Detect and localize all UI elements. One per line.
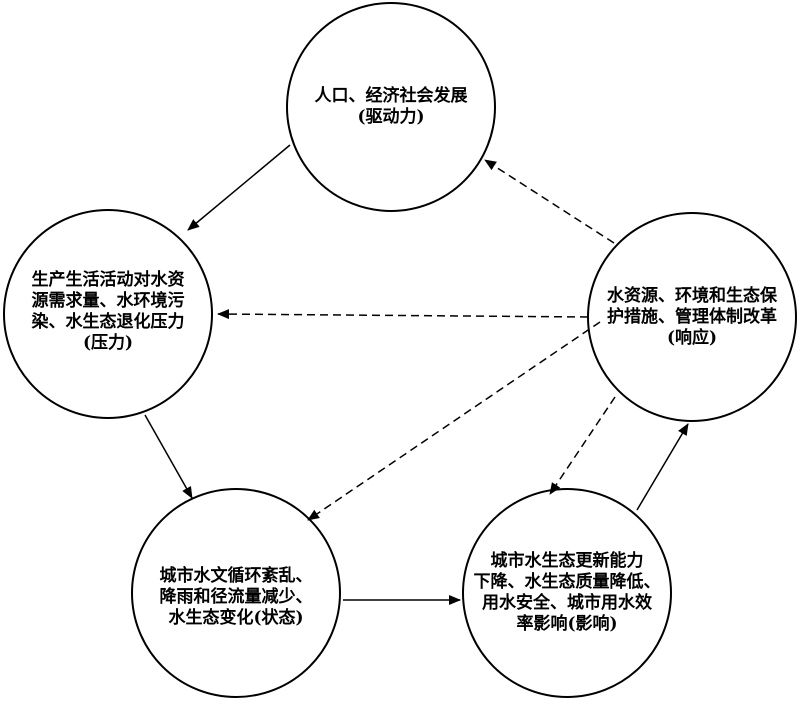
pressure-label-line: (压力) xyxy=(82,333,134,353)
driver-label: 人口、经济社会发展 (驱动力) xyxy=(291,86,491,128)
response-label-line: (响应) xyxy=(666,328,718,348)
pressure-label-line: 源需求量、水环境污 xyxy=(31,291,185,311)
arrow-pressure-to-state xyxy=(144,414,193,499)
impact-circle xyxy=(462,488,672,698)
impact-label-line: 城市水生态更新能力 xyxy=(490,551,644,571)
driver-label-line: (驱动力) xyxy=(357,107,425,127)
state-label-line: 城市水文循环紊乱、 xyxy=(159,566,313,586)
state-label-line: 降雨和径流量减少、 xyxy=(159,587,313,607)
arrow-driver-to-pressure xyxy=(187,144,291,231)
pressure-label-line: 生产生活活动对水资 xyxy=(31,270,185,290)
dashed-response-to-driver xyxy=(484,159,615,244)
driver-circle xyxy=(286,2,496,212)
dashed-response-to-state xyxy=(307,321,601,521)
arrow-impact-to-response xyxy=(636,423,689,511)
state-circle xyxy=(131,488,341,698)
pressure-label: 生产生活活动对水资 源需求量、水环境污 染、水生态退化压力 (压力) xyxy=(8,270,208,354)
response-label: 水资源、环境和生态保 护措施、管理体制改革 (响应) xyxy=(592,286,792,349)
impact-label: 城市水生态更新能力 下降、水生态质量降低、 用水安全、城市用水效 率影响(影响) xyxy=(467,551,667,635)
impact-label-line: 率影响(影响) xyxy=(516,614,618,634)
response-label-line: 护措施、管理体制改革 xyxy=(607,307,777,327)
impact-label-line: 用水安全、城市用水效 xyxy=(482,593,652,613)
pressure-label-line: 染、水生态退化压力 xyxy=(31,312,185,332)
dashed-response-to-pressure xyxy=(217,309,589,320)
pressure-circle xyxy=(3,209,213,419)
driver-label-line: 人口、经济社会发展 xyxy=(314,86,468,106)
state-label: 城市水文循环紊乱、 降雨和径流量减少、 水生态变化(状态) xyxy=(136,566,336,629)
state-label-line: 水生态变化(状态) xyxy=(168,608,304,628)
response-label-line: 水资源、环境和生态保 xyxy=(607,286,777,306)
impact-label-line: 下降、水生态质量降低、 xyxy=(473,572,661,592)
dashed-response-to-impact xyxy=(549,396,616,495)
